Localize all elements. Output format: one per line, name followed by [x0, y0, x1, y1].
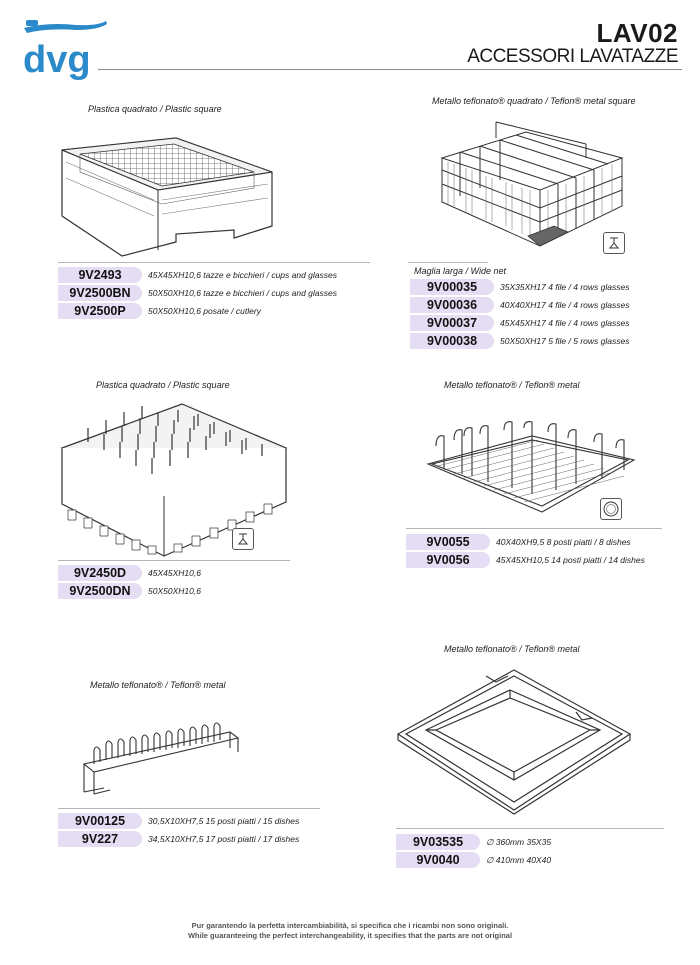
table-row: 9V2500P 50X50XH10,6 posate / cutlery	[58, 302, 370, 320]
product-code: 9V00037	[410, 315, 494, 331]
product-code: 9V00038	[410, 333, 494, 349]
plate-icon	[600, 498, 622, 520]
disclaimer-en: While guaranteeing the perfect interchan…	[187, 931, 513, 940]
product-code: 9V0056	[406, 552, 490, 568]
table-divider	[58, 262, 370, 263]
product-table: 9V0055 40X40XH9,5 8 posti piatti / 8 dis…	[406, 528, 662, 569]
table-divider	[396, 828, 664, 829]
page-subtitle: ACCESSORI LAVATAZZE	[467, 46, 678, 67]
product-description: 40X40XH17 4 file / 4 rows glasses	[500, 300, 630, 310]
product-table: 9V00035 35X35XH17 4 file / 4 rows glasse…	[410, 278, 670, 350]
table-row: 9V2493 45X45XH10,6 tazze e bicchieri / c…	[58, 266, 370, 284]
glass-icon	[603, 232, 625, 254]
table-row: 9V00125 30,5X10XH7,5 15 posti piatti / 1…	[58, 812, 320, 830]
section-caption: Plastica quadrato / Plastic square	[88, 104, 222, 114]
product-description: 50X50XH17 5 file / 5 rows glasses	[500, 336, 630, 346]
table-row: 9V00035 35X35XH17 4 file / 4 rows glasse…	[410, 278, 670, 296]
product-description: 50X50XH10,6	[148, 586, 201, 596]
table-row: 9V00037 45X45XH17 4 file / 4 rows glasse…	[410, 314, 670, 332]
table-row: 9V00038 50X50XH17 5 file / 5 rows glasse…	[410, 332, 670, 350]
product-code: 9V0055	[406, 534, 490, 550]
dvg-logo: dvg	[23, 20, 107, 81]
product-code: 9V2493	[58, 267, 142, 283]
product-description: 45X45XH10,6 tazze e bicchieri / cups and…	[148, 270, 338, 280]
product-code: 9V03535	[396, 834, 480, 850]
product-description: ∅ 360mm 35X35	[486, 836, 552, 847]
product-description: 50X50XH10,6 posate / cutlery	[148, 306, 261, 316]
product-table: 9V2450D 45X45XH10,6 9V2500DN 50X50XH10,6	[58, 560, 290, 600]
plastic-square-rack-illustration	[61, 137, 273, 257]
product-description: 35X35XH17 4 file / 4 rows glasses	[500, 282, 630, 292]
table-divider	[58, 808, 320, 809]
product-table: 9V03535 ∅ 360mm 35X35 9V0040 ∅ 410mm 40X…	[396, 828, 664, 869]
product-code: 9V00035	[410, 279, 494, 295]
table-divider	[58, 560, 290, 561]
table-row: 9V00036 40X40XH17 4 file / 4 rows glasse…	[410, 296, 670, 314]
product-code: 9V2500DN	[58, 583, 142, 599]
section-caption: Metallo teflonato® / Teflon® metal	[444, 644, 580, 654]
table-row: 9V2500BN 50X50XH10,6 tazze e bicchieri /…	[58, 284, 370, 302]
section-caption: Plastica quadrato / Plastic square	[96, 380, 230, 390]
product-description: 45X45XH10,6	[148, 568, 201, 578]
product-description: 45X45XH17 4 file / 4 rows glasses	[500, 318, 630, 328]
table-row: 9V0040 ∅ 410mm 40X40	[396, 851, 664, 869]
table-divider	[406, 528, 662, 529]
product-description: 50X50XH10,6 tazze e bicchieri / cups and…	[148, 288, 338, 298]
product-code: 9V227	[58, 831, 142, 847]
table-row: 9V2450D 45X45XH10,6	[58, 564, 290, 582]
section-note: Maglia larga / Wide net	[414, 266, 506, 276]
section-caption: Metallo teflonato® / Teflon® metal	[90, 680, 226, 690]
product-table: 9V2493 45X45XH10,6 tazze e bicchieri / c…	[58, 262, 370, 320]
table-row: 9V03535 ∅ 360mm 35X35	[396, 833, 664, 851]
plastic-plate-rack-illustration	[60, 403, 288, 557]
teflon-plate-rack-illustration	[426, 421, 636, 513]
table-row: 9V0055 40X40XH9,5 8 posti piatti / 8 dis…	[406, 533, 662, 551]
logo-text: dvg	[23, 39, 91, 81]
product-code: 9V2500BN	[58, 285, 142, 301]
teflon-frame-illustration	[396, 669, 632, 815]
product-description: 40X40XH9,5 8 posti piatti / 8 dishes	[496, 537, 631, 547]
product-code: 9V2500P	[58, 303, 142, 319]
page-code: LAV02	[596, 18, 678, 48]
header-divider	[98, 69, 682, 70]
table-row: 9V227 34,5X10XH7,5 17 posti piatti / 17 …	[58, 830, 320, 848]
teflon-dish-rack-illustration	[82, 722, 240, 795]
table-row: 9V2500DN 50X50XH10,6	[58, 582, 290, 600]
product-description: 45X45XH10,5 14 posti piatti / 14 dishes	[496, 555, 645, 565]
product-table	[408, 262, 664, 263]
table-row: 9V0056 45X45XH10,5 14 posti piatti / 14 …	[406, 551, 662, 569]
disclaimer-it: Pur garantendo la perfetta intercambiabi…	[191, 921, 509, 930]
glass-icon	[232, 528, 254, 550]
product-table: 9V00125 30,5X10XH7,5 15 posti piatti / 1…	[58, 808, 320, 848]
product-code: 9V00125	[58, 813, 142, 829]
section-caption: Metallo teflonato® / Teflon® metal	[444, 380, 580, 390]
product-description: ∅ 410mm 40X40	[486, 854, 552, 865]
section-caption: Metallo teflonato® quadrato / Teflon® me…	[432, 96, 636, 106]
teflon-square-rack-illustration	[440, 121, 624, 247]
product-code: 9V2450D	[58, 565, 142, 581]
product-code: 9V0040	[396, 852, 480, 868]
table-divider	[408, 262, 488, 263]
product-description: 30,5X10XH7,5 15 posti piatti / 15 dishes	[148, 816, 300, 826]
product-code: 9V00036	[410, 297, 494, 313]
product-description: 34,5X10XH7,5 17 posti piatti / 17 dishes	[148, 834, 300, 844]
